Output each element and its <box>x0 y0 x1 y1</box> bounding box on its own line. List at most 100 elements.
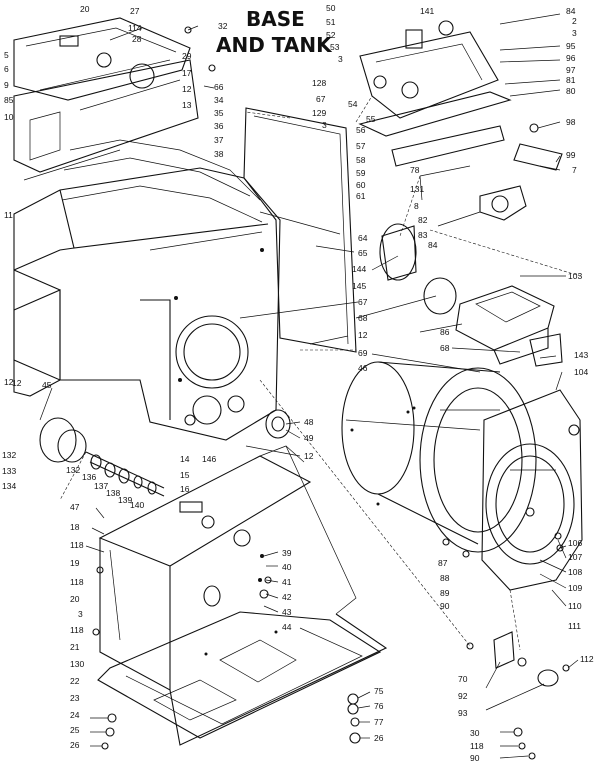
part-label: 21 <box>70 642 80 652</box>
part-label: 111 <box>568 621 581 631</box>
part-label: 133 <box>2 466 16 476</box>
title-line-2: AND TANK <box>216 33 333 57</box>
part-label: 13 <box>182 100 192 110</box>
part-label: 70 <box>458 674 468 684</box>
part-label: 48 <box>304 417 314 427</box>
part-label: 68 <box>358 313 368 323</box>
part-label: 146 <box>202 454 216 464</box>
drum <box>341 361 537 553</box>
part-label: 51 <box>326 17 336 27</box>
part-label: 3 <box>572 28 577 38</box>
part-label: 61 <box>356 191 366 201</box>
part-label: 12 <box>304 451 314 461</box>
part-label: 45 <box>42 380 52 390</box>
part-label: 46 <box>358 363 368 373</box>
part-label: 78 <box>410 165 420 175</box>
part-label: 104 <box>574 367 588 377</box>
part-label: 38 <box>214 149 224 159</box>
part-label: 85 <box>4 95 14 105</box>
part-label: 92 <box>458 691 468 701</box>
part-label: 90 <box>470 753 480 763</box>
part-label: 114 <box>128 23 142 33</box>
part-label: 26 <box>374 733 384 743</box>
part-label: 75 <box>374 686 384 696</box>
part-label: 138 <box>106 488 120 498</box>
part-label: 97 <box>566 65 576 75</box>
part-label: 5 <box>4 50 9 60</box>
part-label: 110 <box>568 601 582 611</box>
part-label: 96 <box>566 53 576 63</box>
part-label: 128 <box>312 78 326 88</box>
part-label: 37 <box>214 135 224 145</box>
part-label: 59 <box>356 168 366 178</box>
duct-assembly <box>423 277 563 367</box>
part-label: 12 <box>182 84 192 94</box>
part-label: 68 <box>440 343 450 353</box>
top-panel <box>13 17 199 181</box>
part-label: 50 <box>326 3 336 13</box>
part-label: 57 <box>356 141 366 151</box>
part-label: 3 <box>322 120 327 130</box>
part-label: 129 <box>312 108 326 118</box>
title-line-1: BASE <box>246 7 305 31</box>
part-label: 11 <box>4 210 13 220</box>
part-label: 118 <box>70 577 84 587</box>
part-label: 60 <box>356 180 366 190</box>
part-label: 88 <box>440 573 450 583</box>
part-label: 16 <box>180 484 190 494</box>
part-label: 19 <box>70 558 80 568</box>
part-label: 143 <box>574 350 588 360</box>
part-label: 130 <box>70 659 84 669</box>
part-label: 145 <box>352 281 366 291</box>
part-label: 49 <box>304 433 314 443</box>
part-label: 10 <box>4 112 14 122</box>
part-label: 87 <box>438 558 448 568</box>
part-label: 18 <box>70 522 80 532</box>
part-label: 82 <box>418 215 428 225</box>
part-label: 26 <box>70 740 80 750</box>
part-label: 55 <box>366 114 376 124</box>
part-label: 20 <box>70 594 80 604</box>
hardware <box>92 26 570 760</box>
part-label: 118 <box>470 741 484 751</box>
part-label: 134 <box>2 481 16 491</box>
part-label: 98 <box>566 117 576 127</box>
part-label: 32 <box>218 21 228 31</box>
part-label: 132 <box>2 450 16 460</box>
part-label: 56 <box>356 125 366 135</box>
part-label: 132 <box>66 465 80 475</box>
blower-housing <box>379 185 527 281</box>
part-label: 28 <box>132 34 142 44</box>
base-frame <box>97 445 388 746</box>
part-label: 84 <box>428 240 438 250</box>
cabinet-tank <box>13 139 281 441</box>
front-bulkhead <box>481 389 583 591</box>
part-label: 43 <box>282 607 292 617</box>
part-label: 108 <box>568 567 582 577</box>
part-label: 83 <box>418 230 428 240</box>
part-label: 44 <box>282 622 292 632</box>
part-label: 89 <box>440 588 450 598</box>
part-label: 35 <box>214 108 224 118</box>
part-label: 112 <box>580 654 594 664</box>
part-label: 69 <box>358 348 368 358</box>
leader-lines <box>39 13 579 759</box>
part-label: 23 <box>70 693 80 703</box>
part-label: 29 <box>182 51 192 61</box>
part-label: 107 <box>568 552 582 562</box>
part-label: 12 <box>12 378 22 388</box>
part-label: 118 <box>70 625 84 635</box>
part-label: 20 <box>80 4 90 14</box>
part-label: 40 <box>282 562 292 572</box>
part-label: 93 <box>458 708 468 718</box>
part-label: 6 <box>4 64 9 74</box>
part-label: 14 <box>180 454 190 464</box>
part-label: 34 <box>214 95 224 105</box>
motor-assembly <box>39 409 291 497</box>
part-label: 103 <box>568 271 582 281</box>
part-label: 136 <box>82 472 96 482</box>
part-label: 24 <box>70 710 80 720</box>
part-label: 3 <box>78 609 83 619</box>
part-label: 65 <box>358 248 368 258</box>
